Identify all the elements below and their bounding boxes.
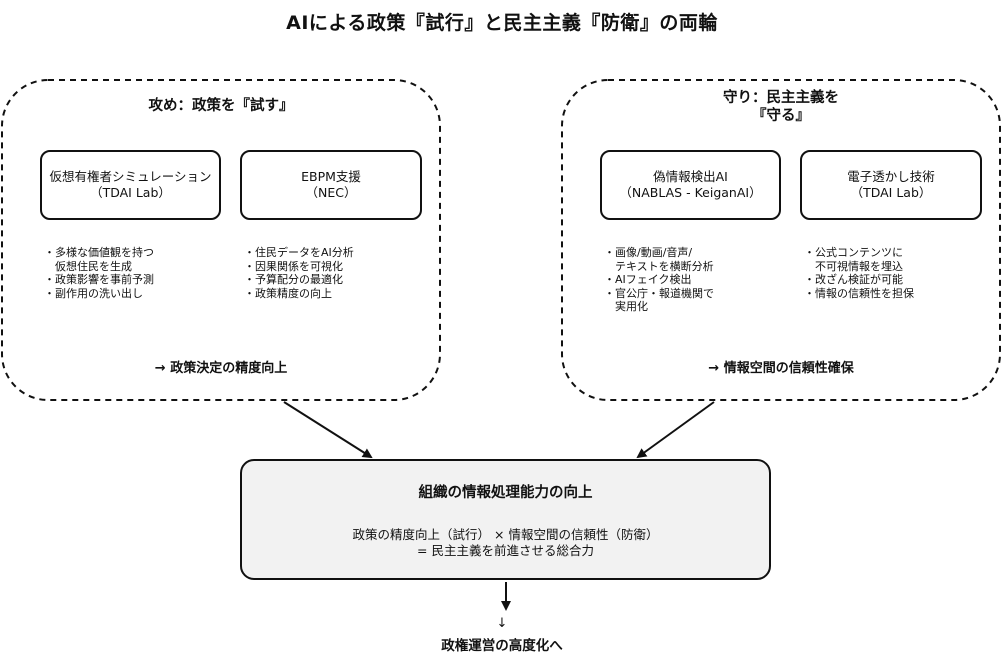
card-digital-watermark: 電子透かし技術 （TDAI Lab）	[800, 150, 982, 220]
bullets-watermark: ・公式コンテンツに 不可視情報を埋込 ・改ざん検証が可能 ・情報の信頼性を担保	[804, 246, 914, 300]
card-title: 電子透かし技術	[847, 169, 935, 184]
card-subtitle: （NEC）	[305, 185, 357, 200]
right-panel-conclusion: → 情報空間の信頼性確保	[708, 361, 854, 376]
connector-right-to-center	[636, 401, 715, 459]
card-subtitle: （NABLAS - KeiganAI）	[619, 185, 762, 200]
right-panel-title-line2: 『守る』	[752, 108, 810, 124]
card-virtual-voter-simulation: 仮想有権者シミュレーション （TDAI Lab）	[40, 150, 221, 220]
center-title: 組織の情報処理能力の向上	[418, 485, 593, 501]
connector-left-to-center	[283, 401, 373, 459]
card-subtitle: （TDAI Lab）	[90, 185, 171, 200]
left-panel-title: 攻め：政策を『試す』	[148, 98, 294, 114]
bullets-ebpm: ・住民データをAI分析 ・因果関係を可視化 ・予算配分の最適化 ・政策精度の向上	[244, 246, 354, 300]
bullets-virtual-voter: ・多様な価値観を持つ 仮想住民を生成 ・政策影響を事前予測 ・副作用の洗い出し	[44, 246, 154, 300]
left-panel-conclusion: → 政策決定の精度向上	[154, 361, 288, 376]
card-disinformation-detection-ai: 偽情報検出AI （NABLAS - KeiganAI）	[600, 150, 781, 220]
center-box	[240, 459, 771, 580]
center-line2: = 民主主義を前進させる総合力	[417, 543, 594, 558]
bottom-outcome: 政権運営の高度化へ	[441, 638, 563, 654]
card-subtitle: （TDAI Lab）	[850, 185, 932, 200]
right-panel-title: 守り：民主主義を 『守る』	[562, 89, 1000, 125]
diagram-title: AIによる政策『試行』と民主主義『防衛』の両輪	[286, 12, 718, 34]
right-panel-title-line1: 守り：民主主義を	[723, 90, 839, 106]
card-title: 偽情報検出AI	[653, 169, 728, 184]
card-title: 仮想有権者シミュレーション	[49, 169, 212, 184]
bullets-disinformation: ・画像/動画/音声/ テキストを横断分析 ・AIフェイク検出 ・官公庁・報道機関…	[604, 246, 714, 313]
center-line1: 政策の精度向上（試行） × 情報空間の信頼性（防衛）	[352, 527, 659, 542]
bottom-arrow-icon: ↓	[496, 616, 508, 631]
card-ebpm-support: EBPM支援 （NEC）	[240, 150, 422, 220]
card-title: EBPM支援	[301, 169, 361, 184]
left-panel-border	[1, 79, 441, 401]
right-panel-border	[561, 79, 1001, 401]
